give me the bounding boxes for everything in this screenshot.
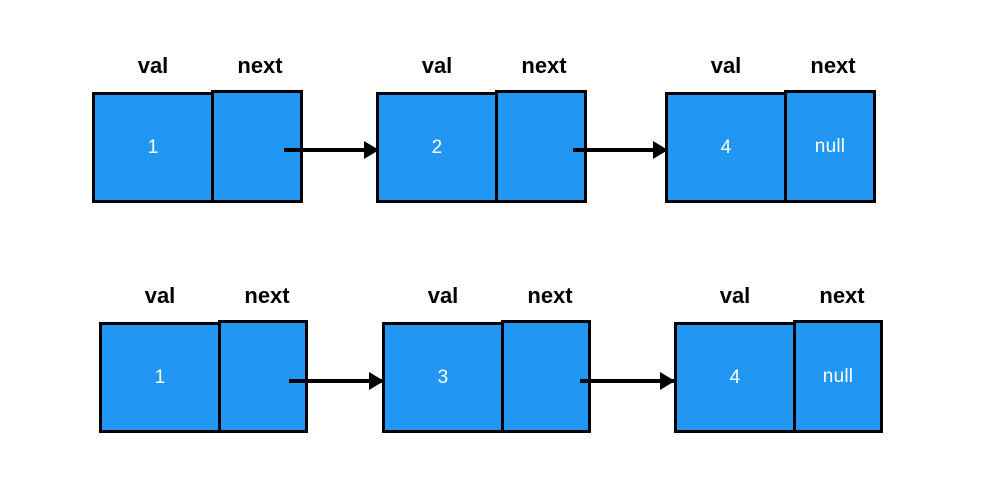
header-label-val: val [710, 53, 742, 78]
node-headers: val next [92, 55, 306, 77]
list-node[interactable]: 2 [376, 90, 587, 203]
node-val-cell: 4 [665, 92, 787, 203]
node-headers: val next [382, 285, 596, 307]
header-label-next: next [527, 283, 573, 308]
node-headers: val next [674, 285, 888, 307]
header-label-val: val [144, 283, 176, 308]
node-val-cell: 1 [99, 322, 221, 433]
node-next-cell: null [784, 90, 876, 203]
next-pointer-arrow [289, 379, 383, 383]
node-next-cell [218, 320, 308, 433]
header-label-val: val [427, 283, 459, 308]
node-val-cell: 1 [92, 92, 214, 203]
node-next-cell [495, 90, 587, 203]
node-headers: val next [376, 55, 590, 77]
list-node[interactable]: 3 [382, 320, 591, 433]
node-val-cell: 3 [382, 322, 504, 433]
list-node[interactable]: 1 [92, 90, 303, 203]
node-headers: val next [665, 55, 879, 77]
node-headers: val next [99, 285, 313, 307]
next-pointer-arrow [573, 148, 667, 152]
header-label-val: val [137, 53, 169, 78]
header-label-val: val [421, 53, 453, 78]
header-label-next: next [237, 53, 283, 78]
header-label-next: next [244, 283, 290, 308]
next-pointer-arrow [580, 379, 674, 383]
header-label-next: next [810, 53, 856, 78]
header-label-next: next [521, 53, 567, 78]
node-val-cell: 2 [376, 92, 498, 203]
node-next-cell: null [793, 320, 883, 433]
header-label-val: val [719, 283, 751, 308]
next-pointer-arrow [284, 148, 378, 152]
list-node[interactable]: 4 null [674, 320, 883, 433]
node-next-cell [501, 320, 591, 433]
header-label-next: next [819, 283, 865, 308]
list-node[interactable]: 4 null [665, 90, 876, 203]
node-val-cell: 4 [674, 322, 796, 433]
list-node[interactable]: 1 [99, 320, 308, 433]
node-next-cell [211, 90, 303, 203]
